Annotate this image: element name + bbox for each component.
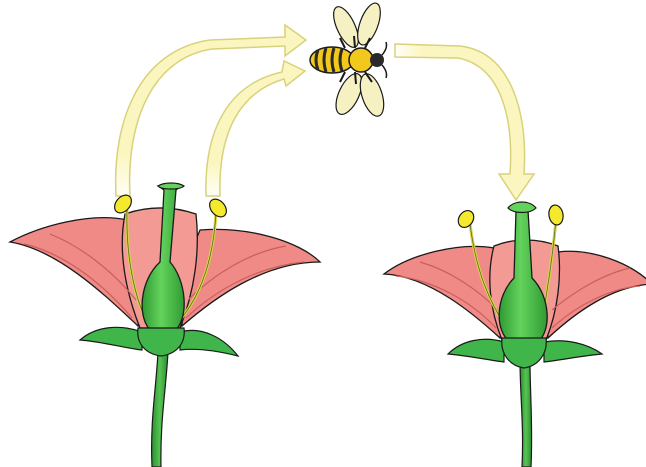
- right-sepal-left: [448, 339, 504, 362]
- left-anther-right: [206, 196, 230, 220]
- left-sepal-left: [80, 327, 142, 350]
- left-petal-left: [10, 218, 141, 326]
- left-stigma: [158, 183, 184, 189]
- right-sepal-right: [544, 341, 602, 362]
- right-petal-right: [547, 251, 646, 338]
- right-anther-right: [547, 204, 564, 226]
- right-flower: [384, 202, 646, 467]
- arrow-bee-to-stigma: [395, 44, 534, 200]
- left-flower: [10, 183, 320, 467]
- bee-icon: [310, 0, 388, 119]
- right-anther-left: [455, 208, 477, 231]
- right-receptacle: [502, 338, 547, 368]
- left-stem: [152, 352, 168, 467]
- left-sepal-right: [180, 330, 238, 356]
- left-receptacle: [138, 328, 185, 356]
- arrow-anther-right-to-bee: [206, 61, 305, 196]
- right-stem: [520, 360, 532, 467]
- right-stigma: [508, 202, 536, 213]
